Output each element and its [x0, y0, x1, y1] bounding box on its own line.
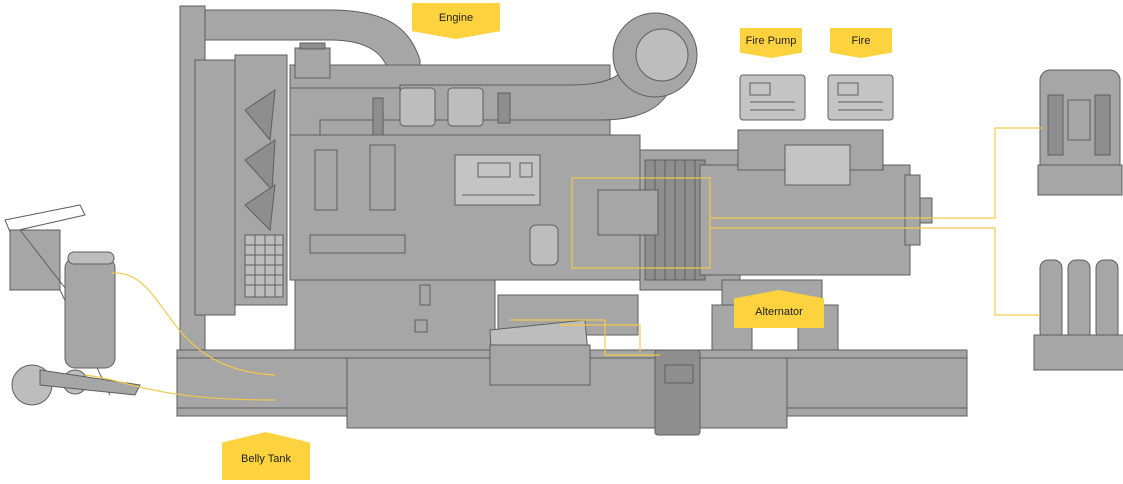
radiator	[179, 5, 288, 352]
label-alternator-text: Alternator	[755, 306, 803, 318]
control-panels	[739, 74, 894, 121]
label-fire-text: Fire	[851, 35, 871, 47]
exhaust-pipe	[204, 9, 698, 166]
label-alternator: Alternator	[734, 290, 824, 328]
label-engine: Engine	[412, 3, 500, 39]
label-fire: Fire	[830, 28, 892, 58]
engine-block	[289, 134, 641, 351]
label-engine-text: Engine	[438, 12, 474, 24]
label-fire-pump-text: Fire Pump	[745, 35, 797, 47]
label-fire-pump: Fire Pump	[740, 28, 802, 58]
right-equipment	[1033, 69, 1123, 371]
connection-lines	[84, 127, 1042, 401]
battery-and-controller	[489, 319, 701, 436]
fuel-cart	[4, 204, 141, 406]
label-belly-tank-text: Belly Tank	[241, 453, 291, 465]
label-belly-tank: Belly Tank	[222, 432, 310, 480]
